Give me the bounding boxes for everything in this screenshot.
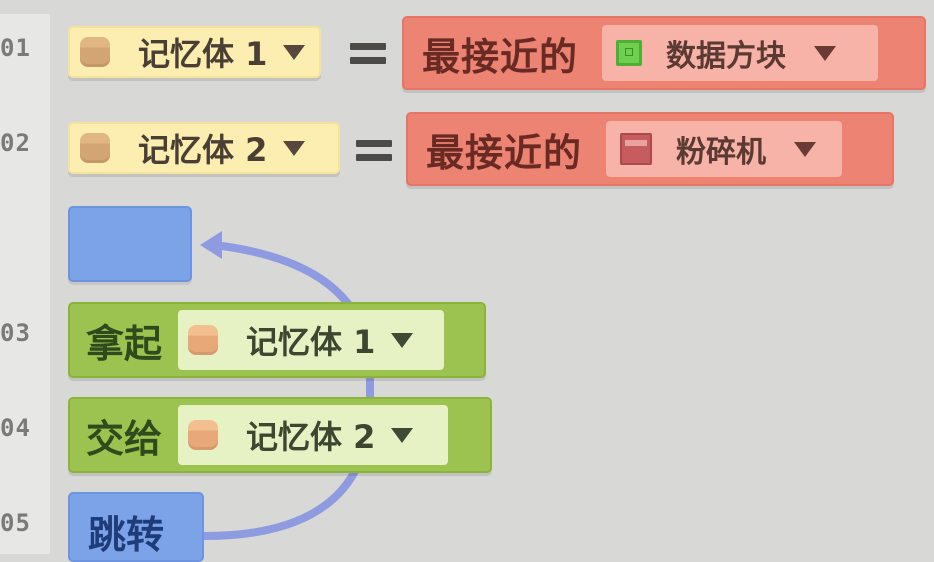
line-number-04: 04 [0, 414, 31, 442]
chevron-down-icon [794, 141, 817, 157]
equals-operator-icon [350, 43, 386, 67]
line-number-05: 05 [0, 509, 31, 537]
nearest-target-dropdown-data-cube[interactable]: 数据方块 [602, 25, 879, 81]
variable-label: 记忆体 2 [138, 131, 268, 169]
nearest-block-row-01[interactable]: 最接近的 数据方块 [402, 16, 926, 90]
memory-cylinder-icon [188, 420, 219, 450]
equals-operator-icon [356, 140, 392, 164]
data-cube-icon [616, 40, 643, 66]
variable-label: 记忆体 1 [246, 323, 376, 361]
memory-cylinder-icon [80, 133, 110, 163]
nearest-target-label: 粉碎机 [676, 135, 767, 170]
jump-block[interactable]: 跳转 [68, 492, 204, 562]
chevron-down-icon [391, 332, 414, 348]
pickup-variable-dropdown[interactable]: 记忆体 1 [178, 310, 445, 370]
nearest-target-label: 数据方块 [666, 39, 787, 74]
giveto-variable-dropdown[interactable]: 记忆体 2 [178, 405, 449, 465]
chevron-down-icon [814, 45, 837, 61]
line-number-02: 02 [0, 129, 31, 157]
line-number-03: 03 [0, 319, 31, 347]
nearest-block-row-02[interactable]: 最接近的 粉碎机 [406, 112, 894, 186]
nearest-target-dropdown-shredder[interactable]: 粉碎机 [606, 121, 843, 177]
arrow-head-icon [200, 231, 222, 259]
variable-label: 记忆体 1 [138, 35, 268, 73]
variable-label: 记忆体 2 [246, 418, 376, 456]
nearest-label: 最接近的 [422, 34, 579, 79]
jump-label: 跳转 [88, 513, 165, 557]
memory-cylinder-icon [188, 325, 219, 355]
jump-target-block[interactable] [68, 206, 192, 282]
chevron-down-icon [283, 44, 306, 60]
nearest-label: 最接近的 [426, 130, 583, 175]
chevron-down-icon [391, 427, 414, 443]
chevron-down-icon [283, 140, 306, 156]
line-number-01: 01 [0, 34, 31, 62]
shredder-icon [620, 133, 653, 165]
giveto-label: 交给 [86, 416, 163, 461]
variable-dropdown-memory-2[interactable]: 记忆体 2 [68, 122, 340, 174]
variable-dropdown-memory-1[interactable]: 记忆体 1 [68, 26, 322, 78]
memory-cylinder-icon [80, 37, 110, 67]
pickup-block[interactable]: 拿起 记忆体 1 [68, 302, 486, 378]
giveto-block[interactable]: 交给 记忆体 2 [68, 397, 492, 473]
line-number-gutter [0, 14, 50, 554]
pickup-label: 拿起 [86, 321, 163, 366]
